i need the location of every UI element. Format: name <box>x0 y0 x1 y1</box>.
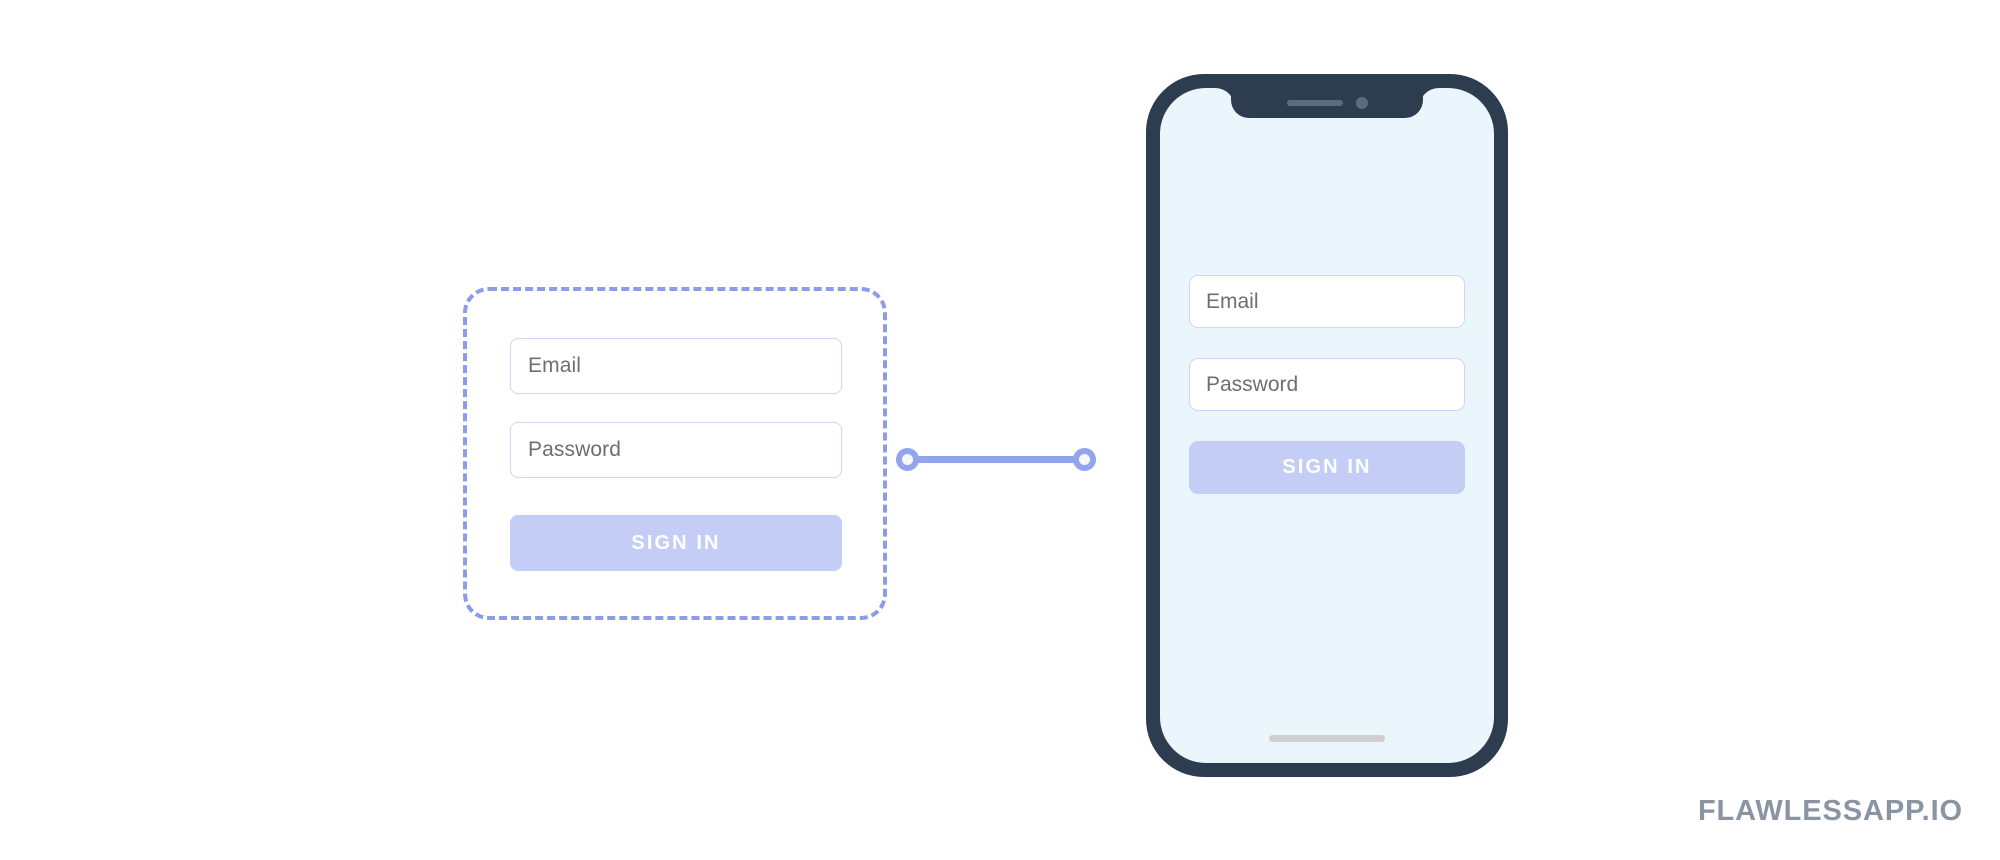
phone-screen: Email Password SIGN IN <box>1160 88 1494 763</box>
connector <box>896 440 1096 480</box>
notch-ear-left <box>1215 88 1235 108</box>
password-field[interactable]: Password <box>510 422 842 478</box>
phone-password-field[interactable]: Password <box>1189 358 1465 411</box>
connector-handle-left-icon[interactable] <box>896 448 919 471</box>
phone-notch <box>1231 88 1423 118</box>
watermark: FLAWLESSAPP.IO <box>1697 795 1963 827</box>
speaker-grille-icon <box>1286 100 1343 106</box>
sign-in-form: Email Password SIGN IN <box>510 338 842 571</box>
notch-ear-right <box>1419 88 1439 108</box>
phone-sign-in-form: Email Password SIGN IN <box>1189 275 1465 494</box>
front-camera-icon <box>1355 97 1368 109</box>
connector-handle-right-icon[interactable] <box>1073 448 1096 471</box>
sign-in-button[interactable]: SIGN IN <box>510 515 842 571</box>
design-spec-group[interactable]: Email Password SIGN IN <box>463 287 887 620</box>
home-indicator[interactable] <box>1269 735 1385 742</box>
phone-email-field[interactable]: Email <box>1189 275 1465 328</box>
phone-mockup: Email Password SIGN IN <box>1146 74 1508 777</box>
email-field[interactable]: Email <box>510 338 842 394</box>
connector-line <box>908 456 1084 463</box>
phone-sign-in-button[interactable]: SIGN IN <box>1189 441 1465 494</box>
